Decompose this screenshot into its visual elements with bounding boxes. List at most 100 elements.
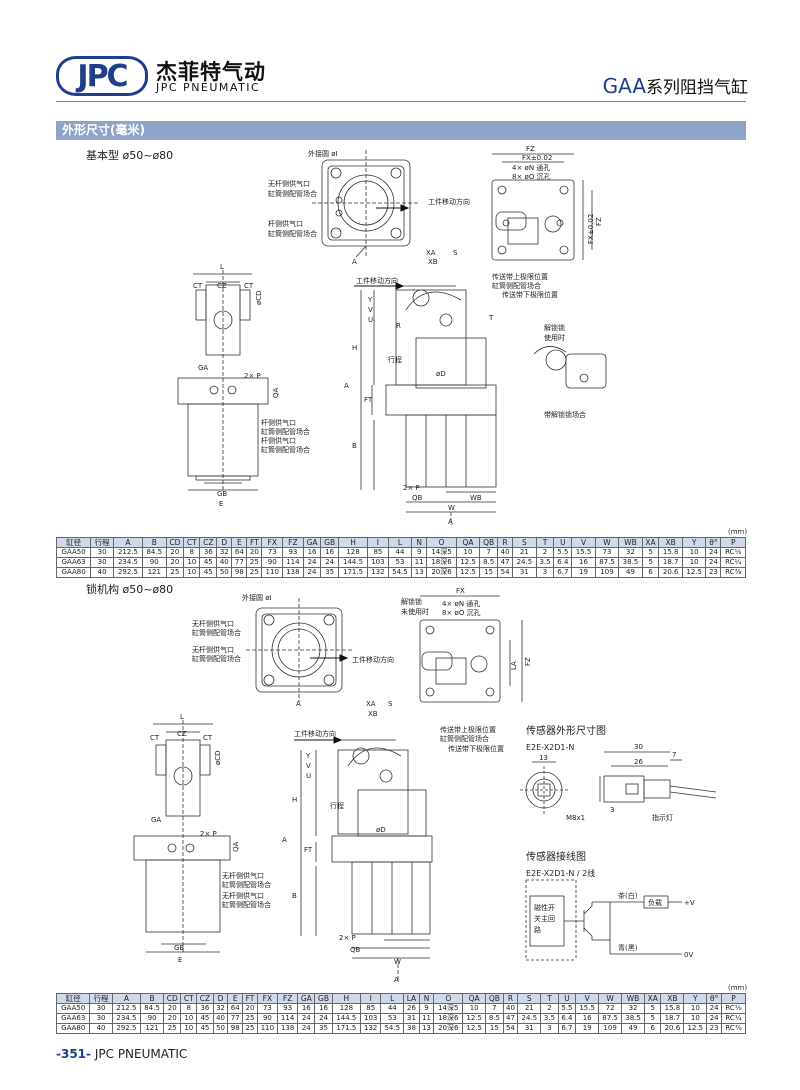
lock-type-drawing: 外接圆 øI 无杆侧供气口 缸筒侧配管场合 无杆侧供气口 缸筒侧配管场合 A 工… bbox=[133, 587, 717, 984]
table-cell: 85 bbox=[360, 1003, 382, 1014]
table-cell: 90 bbox=[142, 557, 167, 568]
label-rod-port-3: 杆侧供气口 bbox=[261, 436, 296, 445]
label-work-direction-2: 工件移动方向 bbox=[356, 276, 398, 285]
table-cell: 50 bbox=[212, 1023, 229, 1034]
table-cell: 31 bbox=[517, 1023, 542, 1034]
lock-label-qb: QB bbox=[350, 946, 361, 954]
table-header-cell: θ° bbox=[705, 537, 722, 548]
lock-label-u: U bbox=[306, 772, 311, 780]
table-cell: 15.5 bbox=[571, 547, 596, 558]
table-cell: RC⅛ bbox=[721, 1003, 746, 1014]
table-header-cell: XA bbox=[644, 993, 662, 1004]
lock-label-ft: FT bbox=[304, 846, 313, 854]
table-cell: 73 bbox=[256, 1003, 279, 1014]
wiring-circuit-line-3: 路 bbox=[534, 925, 541, 934]
table-cell: 24 bbox=[302, 567, 322, 578]
lock-label-gb: GB bbox=[174, 944, 184, 952]
table-cell: RC⅜ bbox=[720, 567, 746, 578]
lock-label-2p-bottom: 2× P bbox=[339, 934, 356, 942]
table-cell: 3 bbox=[535, 567, 555, 578]
lock-label-w: W bbox=[394, 958, 401, 966]
table-cell: 10 bbox=[681, 547, 707, 558]
table-cell: 47 bbox=[502, 1013, 519, 1024]
table-cell: 30 bbox=[89, 1003, 113, 1014]
table-header-cell: S bbox=[512, 537, 537, 548]
table-cell: 19 bbox=[575, 1023, 600, 1034]
table-cell: 5 bbox=[641, 557, 660, 568]
table-cell: 18深6 bbox=[426, 557, 457, 568]
table-cell: 234.5 bbox=[111, 1013, 142, 1024]
table-cell: 5.5 bbox=[553, 547, 573, 558]
table-header-cell: D bbox=[212, 993, 229, 1004]
table-cell: 40 bbox=[212, 1013, 229, 1024]
table-cell: 8.5 bbox=[479, 557, 499, 568]
page-title: GAA系列阻挡气缸 bbox=[603, 73, 748, 98]
label-outer-circle: 外接圆 øI bbox=[308, 149, 338, 158]
table-cell: 12.5 bbox=[681, 567, 707, 578]
table-cell: 5 bbox=[641, 547, 660, 558]
table-cell: 7 bbox=[485, 1003, 504, 1014]
table-header-cell: Y bbox=[683, 993, 708, 1004]
table-header-cell: W bbox=[594, 537, 620, 548]
table-cell: 121 bbox=[142, 567, 167, 578]
table-cell: 30 bbox=[89, 1013, 113, 1024]
lock-label-a-top: A bbox=[296, 700, 301, 708]
label-upper-limit: 传送带上极限位置 bbox=[492, 272, 548, 281]
table-cell: 128 bbox=[331, 1003, 362, 1014]
label-cz: CZ bbox=[217, 282, 227, 290]
table-cell: 84.5 bbox=[140, 1003, 165, 1014]
label-2p-bottom: 2× P bbox=[403, 484, 420, 492]
table-cell: 292.5 bbox=[112, 567, 144, 578]
table-cell: 128 bbox=[337, 547, 369, 558]
table-cell: 49 bbox=[621, 1023, 646, 1034]
table-cell: 12.5 bbox=[462, 1023, 487, 1034]
table-cell: 25 bbox=[163, 1023, 182, 1034]
table-cell: 35 bbox=[314, 1023, 333, 1034]
lock-label-holes-o: 8× øO 沉孔 bbox=[442, 609, 481, 617]
table-cell: 32 bbox=[621, 1003, 646, 1014]
table-cell: 31 bbox=[403, 1013, 420, 1024]
table-cell: 20.6 bbox=[660, 1023, 685, 1034]
lock-label-holes-n: 4× øN 通孔 bbox=[442, 599, 480, 608]
table-cell: 77 bbox=[231, 557, 248, 568]
table-cell: 132 bbox=[367, 567, 389, 578]
lock-label-e: E bbox=[178, 956, 182, 964]
table-cell: 54.5 bbox=[380, 1023, 405, 1034]
table-cell: 5 bbox=[644, 1013, 662, 1024]
table-cell: 8.5 bbox=[485, 1013, 504, 1024]
table-cell: 24 bbox=[705, 557, 722, 568]
label-fx-vertical: FX±0.02 bbox=[587, 214, 595, 244]
sensor-dimension-title: 传感器外形尺寸图 bbox=[526, 724, 606, 737]
sensor-dim-26: 26 bbox=[634, 758, 643, 766]
table-cell: 6.4 bbox=[557, 1013, 577, 1024]
table-cell: 24 bbox=[320, 557, 339, 568]
label-ct-right: CT bbox=[244, 282, 254, 290]
table-cell: 25 bbox=[246, 567, 263, 578]
table-cell: 18.7 bbox=[658, 557, 683, 568]
table-cell: 44 bbox=[380, 1003, 405, 1014]
sensor-wiring-model: E2E-X2D1-N / 2线 bbox=[526, 868, 595, 878]
label-rod-port: 杆侧供气口 bbox=[268, 219, 303, 228]
table-cell: 47 bbox=[497, 557, 514, 568]
table-cell: 24 bbox=[706, 1003, 723, 1014]
table-cell: 25 bbox=[246, 557, 263, 568]
table-cell: 103 bbox=[360, 1013, 382, 1024]
table-header-cell: N bbox=[418, 993, 435, 1004]
table-header-cell: CT bbox=[183, 537, 201, 548]
table-cell: GAA63 bbox=[55, 1013, 91, 1024]
table-cell: 25 bbox=[242, 1013, 258, 1024]
table-cell: 38.5 bbox=[618, 557, 643, 568]
table-header-cell: B bbox=[140, 993, 165, 1004]
sensor-indicator-label: 指示灯 bbox=[652, 813, 673, 822]
table-cell: 24 bbox=[297, 1013, 316, 1024]
table-cell: 54 bbox=[497, 567, 514, 578]
series-title: 系列阻挡气缸 bbox=[646, 78, 748, 98]
table-cell: 10 bbox=[683, 1003, 708, 1014]
sensor-dim-13: 13 bbox=[539, 754, 548, 762]
table-cell: 171.5 bbox=[331, 1023, 362, 1034]
table-cell: 7 bbox=[479, 547, 499, 558]
table-cell: 24 bbox=[705, 547, 722, 558]
